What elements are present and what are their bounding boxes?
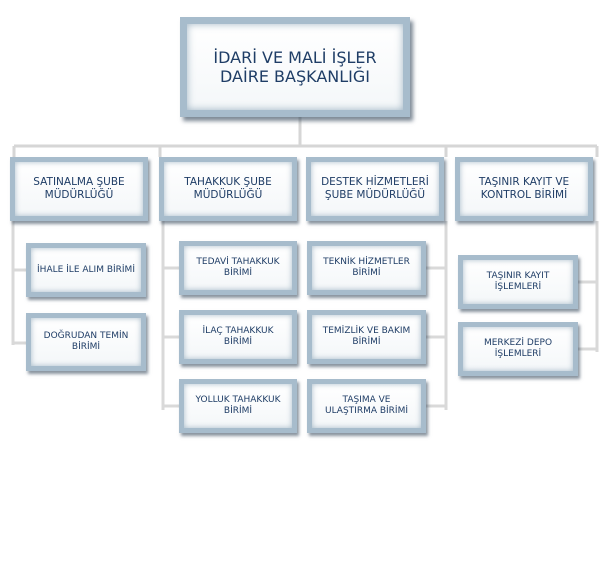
unit-title: TAŞIMA VE ULAŞTIRMA BİRİMİ [324,395,409,416]
unit-box: İLAÇ TAHAKKUK BİRİMİ [179,310,297,364]
unit-title: TEKNİK HİZMETLER BİRİMİ [323,257,410,278]
unit-title: TEDAVİ TAHAKKUK BİRİMİ [196,257,280,278]
unit-title: TAŞINIR KAYIT İŞLEMLERİ [486,271,550,292]
unit-title: İHALE İLE ALIM BİRİMİ [37,264,135,275]
unit-box: MERKEZİ DEPO İŞLEMLERİ [458,322,578,376]
unit-title: MERKEZİ DEPO İŞLEMLERİ [483,338,553,359]
unit-title: İLAÇ TAHAKKUK BİRİMİ [202,326,274,347]
unit-box: TAŞINIR KAYIT İŞLEMLERİ [458,255,578,309]
unit-title: YOLLUK TAHAKKUK BİRİMİ [195,395,281,416]
department-box-tahakkuk: TAHAKKUK ŞUBE MÜDÜRLÜĞÜ [159,157,297,221]
chart-root-title: İDARİ VE MALİ İŞLER DAİRE BAŞKANLIĞI [213,47,377,86]
unit-box: TAŞIMA VE ULAŞTIRMA BİRİMİ [307,379,426,433]
department-box-destek: DESTEK HİZMETLERİ ŞUBE MÜDÜRLÜĞÜ [306,157,444,221]
unit-title: TEMİZLİK VE BAKIM BİRİMİ [322,326,411,347]
unit-box: TEMİZLİK VE BAKIM BİRİMİ [307,310,426,364]
unit-box: YOLLUK TAHAKKUK BİRİMİ [179,379,297,433]
unit-title: DOĞRUDAN TEMİN BİRİMİ [43,331,129,352]
unit-box: TEDAVİ TAHAKKUK BİRİMİ [179,241,297,295]
chart-root-box: İDARİ VE MALİ İŞLER DAİRE BAŞKANLIĞI [180,17,410,117]
unit-box: İHALE İLE ALIM BİRİMİ [26,243,146,297]
department-title: TAHAKKUK ŞUBE MÜDÜRLÜĞÜ [184,175,272,201]
department-title: SATINALMA ŞUBE MÜDÜRLÜĞÜ [33,175,125,201]
unit-box: DOĞRUDAN TEMİN BİRİMİ [26,313,146,371]
department-box-tasinir: TAŞINIR KAYIT VE KONTROL BİRİMİ [455,157,593,221]
department-title: TAŞINIR KAYIT VE KONTROL BİRİMİ [478,175,570,201]
unit-box: TEKNİK HİZMETLER BİRİMİ [307,241,426,295]
department-title: DESTEK HİZMETLERİ ŞUBE MÜDÜRLÜĞÜ [321,175,429,201]
department-box-satinalma: SATINALMA ŞUBE MÜDÜRLÜĞÜ [10,157,148,221]
